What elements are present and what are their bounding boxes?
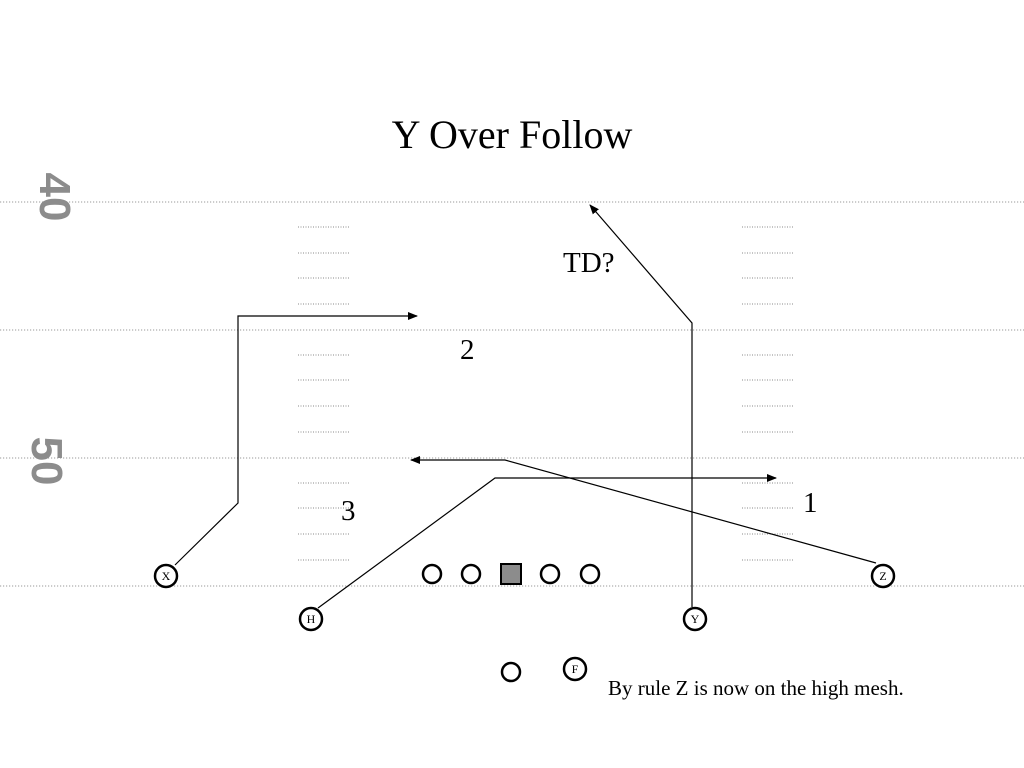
center <box>500 563 522 585</box>
player-y: Y <box>682 606 708 632</box>
y-route <box>589 204 693 607</box>
left-guard <box>460 563 482 585</box>
yard-number-50: 50 <box>22 437 71 486</box>
route-label-1: 1 <box>803 487 818 519</box>
route-label-td: TD? <box>563 247 615 279</box>
quarterback <box>500 661 522 683</box>
play-note: By rule Z is now on the high mesh. <box>608 676 904 700</box>
offensive-line <box>421 563 601 585</box>
right-guard <box>539 563 561 585</box>
route-label-3: 3 <box>341 495 356 527</box>
player-x-label: X <box>162 569 171 583</box>
route-label-2: 2 <box>460 334 475 366</box>
player-z: Z <box>870 563 896 589</box>
left-tackle <box>421 563 443 585</box>
yard-number-40: 40 <box>30 173 79 222</box>
player-x: X <box>153 563 179 589</box>
play-title: Y Over Follow <box>392 112 633 157</box>
right-tackle <box>579 563 601 585</box>
player-f-label: F <box>572 662 579 676</box>
player-y-label: Y <box>691 612 700 626</box>
z-route <box>410 456 877 564</box>
player-h-label: H <box>307 612 316 626</box>
hash-marks <box>298 226 793 561</box>
yard-lines <box>0 201 1024 587</box>
x-route <box>174 312 418 566</box>
routes <box>174 204 877 609</box>
h-route <box>317 474 777 609</box>
player-h: H <box>298 606 324 632</box>
player-z-label: Z <box>879 569 886 583</box>
player-f: F <box>562 656 588 682</box>
